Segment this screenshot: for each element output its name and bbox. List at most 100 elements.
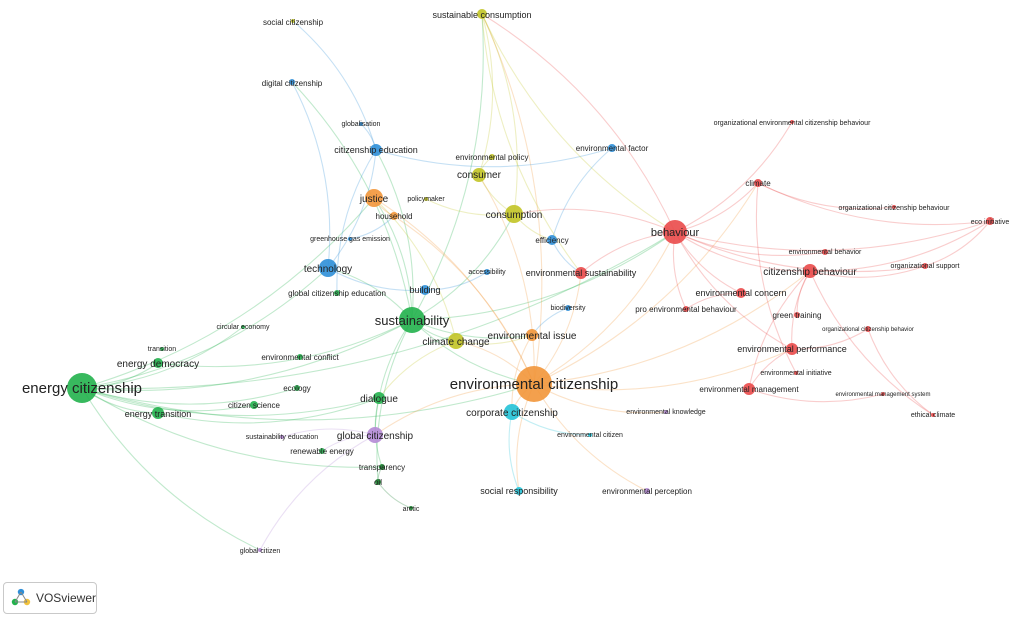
- node-biodiversity[interactable]: [565, 305, 571, 311]
- network-link: [924, 220, 991, 267]
- node-environmental-behavior[interactable]: [822, 249, 828, 255]
- node-transparency[interactable]: [379, 464, 385, 470]
- node-environmental-citizen[interactable]: [588, 433, 592, 437]
- node-justice[interactable]: [365, 189, 383, 207]
- node-household[interactable]: [390, 212, 398, 220]
- node-global-citizen[interactable]: [258, 548, 262, 552]
- network-link: [411, 319, 533, 339]
- node-environmental-conflict[interactable]: [297, 354, 303, 360]
- node-organizational-citizenship-behavior[interactable]: [865, 326, 871, 332]
- label-policymaker: policymaker: [407, 196, 445, 203]
- node-environmental-management-system[interactable]: [881, 392, 885, 396]
- node-consumption[interactable]: [505, 205, 523, 223]
- node-environmental-citizenship[interactable]: [516, 366, 552, 402]
- network-link: [375, 147, 613, 168]
- network-link: [809, 265, 926, 278]
- node-global-citizenship[interactable]: [367, 427, 383, 443]
- label-dialogue: dialogue: [360, 394, 398, 405]
- network-link: [349, 215, 395, 240]
- node-climate-change[interactable]: [448, 333, 464, 349]
- node-citizenship-education[interactable]: [370, 144, 382, 156]
- label-environmental-knowledge: environmental knowledge: [626, 409, 705, 416]
- label-digital-citizenship: digital citizenship: [262, 79, 323, 88]
- node-citizenship-behaviour[interactable]: [803, 264, 817, 278]
- network-link: [373, 197, 535, 385]
- node-sustainability-education[interactable]: [280, 435, 284, 439]
- node-sustainable-consumption[interactable]: [477, 9, 487, 19]
- node-ethical-climate[interactable]: [931, 413, 935, 417]
- node-digital-citizenship[interactable]: [289, 79, 295, 85]
- network-link: [791, 270, 811, 350]
- node-technology[interactable]: [319, 259, 337, 277]
- label-sustainability-education: sustainability education: [246, 434, 318, 441]
- node-building[interactable]: [420, 285, 430, 295]
- network-link: [393, 215, 535, 385]
- node-environmental-factor[interactable]: [608, 144, 616, 152]
- node-environmental-concern[interactable]: [736, 288, 746, 298]
- node-environmental-policy[interactable]: [489, 154, 495, 160]
- node-energy-democracy[interactable]: [153, 358, 163, 368]
- node-greenhouse-gas-emission[interactable]: [348, 237, 352, 241]
- label-citizen-science: citizen science: [228, 401, 281, 410]
- node-energy-transition[interactable]: [152, 407, 164, 419]
- node-environmental-initiative[interactable]: [794, 371, 798, 375]
- network-link: [481, 13, 676, 233]
- node-eco-initiative[interactable]: [986, 217, 994, 225]
- label-sustainable-consumption: sustainable consumption: [432, 10, 531, 20]
- node-corporate-citizenship[interactable]: [504, 404, 520, 420]
- label-arctic: arctic: [403, 506, 420, 513]
- node-arctic[interactable]: [409, 506, 413, 510]
- network-link: [292, 20, 377, 151]
- label-corporate-citizenship: corporate citizenship: [466, 408, 558, 419]
- node-organizational-environmental-citizenship-behaviour[interactable]: [790, 120, 794, 124]
- node-citizen-science[interactable]: [250, 401, 258, 409]
- vosviewer-badge[interactable]: VOSviewer: [3, 582, 97, 614]
- network-link: [377, 481, 412, 509]
- network-link: [375, 149, 414, 321]
- network-nodes: [67, 9, 994, 552]
- network-link: [81, 387, 255, 412]
- label-environmental-management: environmental management: [699, 385, 799, 394]
- network-link: [867, 328, 934, 416]
- label-environmental-issue: environmental issue: [488, 331, 577, 342]
- node-ecology[interactable]: [294, 385, 300, 391]
- network-link: [757, 182, 895, 210]
- node-energy-citizenship[interactable]: [67, 373, 97, 403]
- label-efficiency: efficiency: [535, 236, 568, 245]
- node-consumer[interactable]: [472, 168, 486, 182]
- network-link: [748, 348, 793, 390]
- label-environmental-concern: environmental concern: [695, 288, 786, 298]
- node-sustainability[interactable]: [399, 307, 425, 333]
- node-environmental-issue[interactable]: [526, 329, 538, 341]
- node-social-responsibility[interactable]: [515, 487, 523, 495]
- node-organizational-citizenship-behaviour[interactable]: [892, 205, 896, 209]
- node-renewable-energy[interactable]: [319, 448, 325, 454]
- network-link: [674, 231, 926, 273]
- node-efficiency[interactable]: [547, 235, 557, 245]
- node-social-citizenship[interactable]: [291, 19, 295, 23]
- node-global-citizenship-education[interactable]: [334, 290, 340, 296]
- node-environmental-management[interactable]: [743, 383, 755, 395]
- network-link: [81, 197, 375, 389]
- label-renewable-energy: renewable energy: [290, 447, 354, 456]
- node-organizational-support[interactable]: [922, 263, 928, 269]
- node-transition[interactable]: [160, 347, 164, 351]
- node-green-training[interactable]: [794, 312, 800, 318]
- node-circular-economy[interactable]: [241, 325, 245, 329]
- node-climate[interactable]: [754, 179, 762, 187]
- node-environmental-knowledge[interactable]: [664, 410, 668, 414]
- network-link: [513, 208, 676, 233]
- label-energy-democracy: energy democracy: [117, 359, 199, 370]
- node-environmental-sustainability[interactable]: [575, 267, 587, 279]
- network-link: [411, 13, 484, 321]
- label-organizational-environmental-citizenship-behaviour: organizational environmental citizenship…: [714, 120, 871, 127]
- node-pro-environmental-behaviour[interactable]: [683, 306, 689, 312]
- node-policymaker[interactable]: [424, 197, 428, 201]
- node-oil[interactable]: [375, 479, 381, 485]
- node-environmental-perception[interactable]: [644, 488, 650, 494]
- node-globalisation[interactable]: [359, 122, 363, 126]
- node-behaviour[interactable]: [663, 220, 687, 244]
- node-accessibility[interactable]: [484, 269, 490, 275]
- node-dialogue[interactable]: [373, 392, 385, 404]
- node-environmental-performance[interactable]: [786, 343, 798, 355]
